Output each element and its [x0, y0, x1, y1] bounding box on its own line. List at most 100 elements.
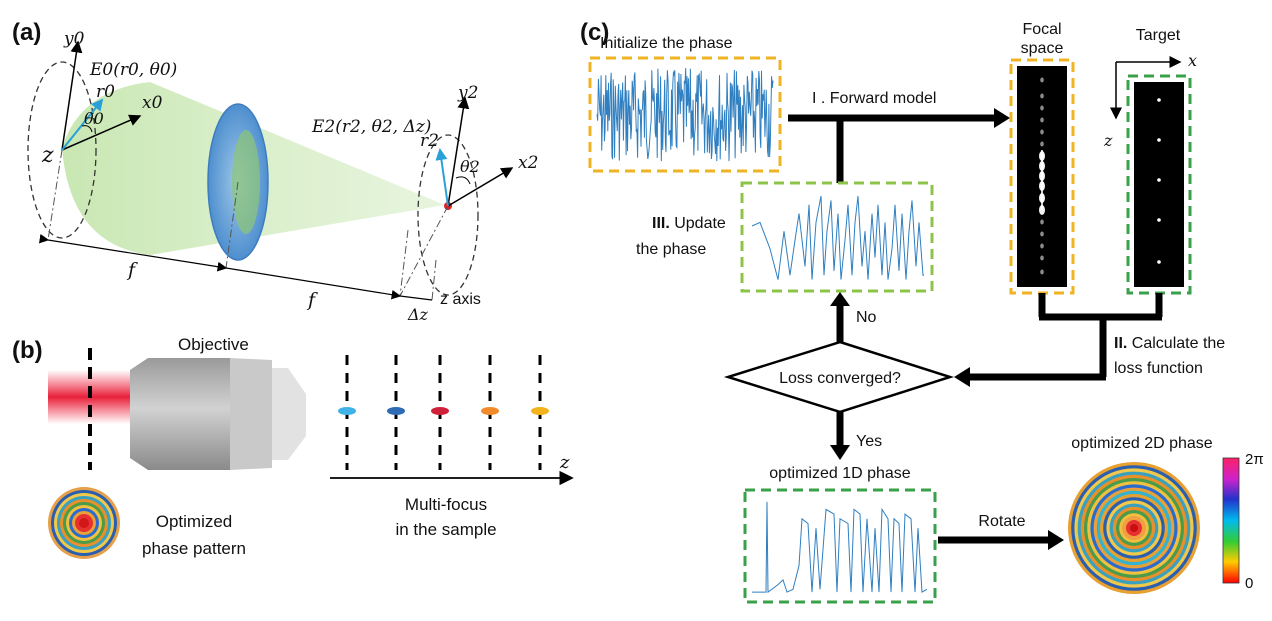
E0-label: E0(r0, θ0): [89, 60, 177, 80]
calc-label-line2: loss function: [1114, 360, 1203, 377]
no-arrow-head: [830, 292, 850, 306]
focal-spot: [1040, 77, 1044, 83]
angle-theta2-arc: [455, 176, 471, 185]
colorbar: [1222, 457, 1240, 584]
update-text: Update: [670, 215, 726, 232]
opt1d-trace: [752, 501, 928, 594]
objective-tip: [272, 368, 306, 460]
colorbar-top-label: 2π: [1245, 451, 1264, 468]
proj-line-2: [225, 181, 239, 269]
dim-f1: [38, 233, 228, 272]
vector-r0: [61, 98, 104, 151]
target-image: [1134, 82, 1184, 287]
forward-arrow-head: [994, 108, 1010, 128]
forward-label: I . Forward model: [812, 90, 936, 107]
proj-line-1: [47, 149, 63, 241]
panel-a-label: (a): [12, 19, 41, 46]
output-plane-ellipse: [417, 134, 479, 296]
focus-spot: [531, 407, 549, 415]
focus-spot: [338, 407, 356, 415]
x2-label: x2: [518, 153, 538, 173]
multifocus-label-line1: Multi-focus: [405, 495, 487, 514]
panel-c-label: (c): [580, 19, 609, 46]
lens-beam-section: [232, 130, 260, 234]
opt2d-disk: [1068, 462, 1200, 594]
loss-arrow-head: [954, 367, 970, 387]
focus-spot: [431, 407, 449, 415]
focal-spot: [1040, 219, 1044, 225]
f2-label: f: [306, 289, 318, 311]
focal-spot: [1040, 255, 1044, 261]
focal-core: [1041, 150, 1043, 210]
dim-dz: [399, 295, 433, 301]
update-roman: III.: [652, 215, 670, 232]
theta0-label: θ0: [84, 109, 104, 128]
yes-label: Yes: [856, 433, 882, 450]
axis-x2: [447, 167, 514, 207]
loss-label: Loss converged?: [779, 370, 901, 387]
proj-line-5: [431, 259, 437, 301]
target-spots: [1157, 98, 1161, 264]
update-label-line1: III. Update: [652, 215, 726, 232]
target-spot: [1157, 138, 1161, 142]
objective-mid: [230, 358, 272, 470]
focal-spots: [1039, 77, 1045, 275]
x0-label: x0: [142, 93, 163, 113]
focus-spot: [481, 407, 499, 415]
update-phase-trace: [751, 195, 924, 280]
opt2d-label: optimized 2D phase: [1071, 435, 1213, 452]
axis-y0: [61, 40, 83, 151]
target-spot: [1157, 98, 1161, 102]
vector-r2: [435, 148, 449, 207]
z-axis-label: z axis: [440, 291, 481, 308]
yes-arrow-head: [830, 445, 850, 460]
focus-spot: [387, 407, 405, 415]
E2-label: E2(r2, θ2, Δz): [311, 117, 431, 137]
proj-line-3: [399, 205, 449, 297]
laser-beam: [48, 370, 144, 424]
focal-spot: [1040, 117, 1044, 123]
focal-spot: [1040, 269, 1044, 275]
y0-label: y0: [63, 29, 85, 49]
pattern-label-line2: phase pattern: [142, 539, 246, 558]
target-spot: [1157, 178, 1161, 182]
dz-label: Δz: [407, 305, 429, 324]
focal-spot: [1040, 243, 1044, 249]
axis-x0: [61, 114, 142, 151]
calc-roman: II.: [1114, 335, 1127, 352]
init-phase-label: Initialize the phase: [600, 35, 733, 52]
init-phase-trace: [596, 68, 774, 162]
focal-spot: [1040, 129, 1044, 135]
y2-label: y2: [457, 83, 478, 103]
r0-label: r0: [96, 82, 115, 102]
rotate-label: Rotate: [978, 513, 1025, 530]
rotate-arrow-head: [1048, 530, 1064, 550]
focal-label-line1: Focal: [1022, 21, 1061, 38]
focal-spot: [1040, 141, 1044, 147]
objective-label: Objective: [178, 335, 249, 354]
angle-theta0-arc: [81, 125, 93, 133]
z-label-b: z: [559, 452, 570, 473]
theta2-label: θ2: [460, 157, 480, 176]
colorbar-bottom-label: 0: [1245, 575, 1253, 592]
dim-f2: [216, 261, 402, 300]
target-spot: [1157, 260, 1161, 264]
proj-line-4: [399, 229, 409, 297]
multifocus-label-line2: in the sample: [395, 520, 496, 539]
axis-y2: [447, 96, 470, 207]
multifocus-planes: [338, 355, 549, 470]
phase-pattern-disk: [48, 487, 120, 559]
focal-spot: [1040, 93, 1044, 99]
target-label: Target: [1136, 27, 1181, 44]
z-label: z: [41, 143, 54, 168]
no-label: No: [856, 309, 877, 326]
pattern-label-line1: Optimized: [156, 512, 233, 531]
disk-center: [1130, 524, 1138, 532]
f1-label: f: [126, 259, 138, 281]
update-label-line2: the phase: [636, 241, 706, 258]
target-z-label: z: [1103, 131, 1113, 150]
panel-b-label: (b): [12, 337, 43, 364]
opt1d-label: optimized 1D phase: [769, 465, 911, 482]
target-spot: [1157, 218, 1161, 222]
